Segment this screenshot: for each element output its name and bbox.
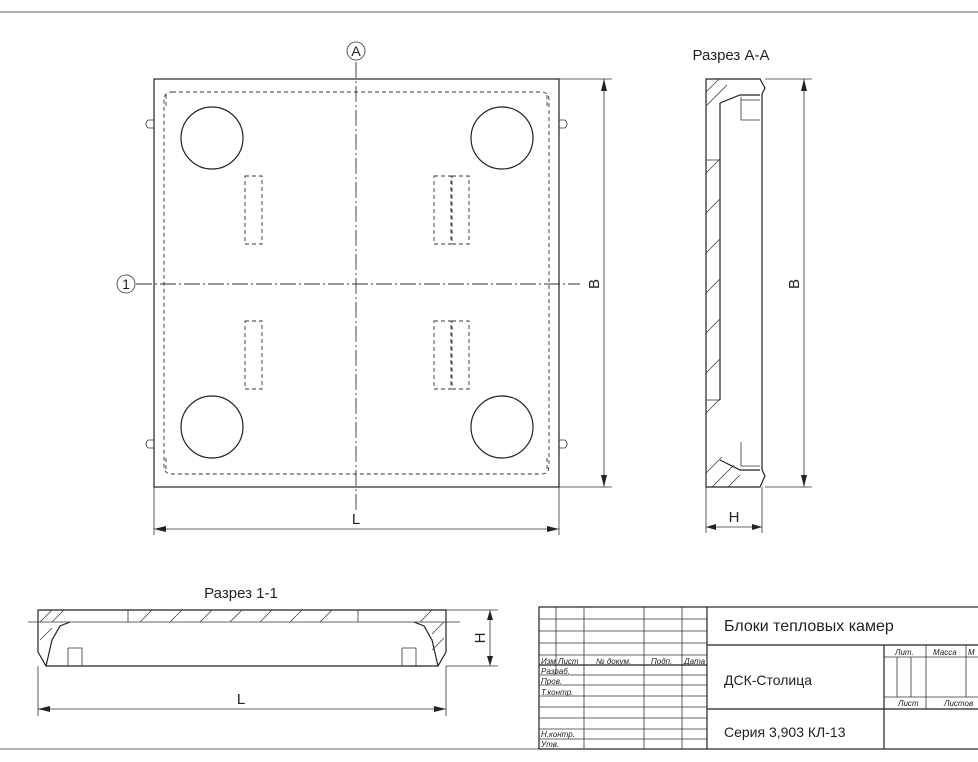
tb-row-prov: Пров. [541,677,562,686]
embedded-part-br-a [433,320,452,390]
section-aa-title: Разрез А-А [693,47,770,64]
tb-row-tkontr: Т.контр. [541,688,573,697]
lifting-loop-right-top [559,119,568,129]
tb-row-nkontr: Н.контр. [541,730,575,739]
lifting-loop-right-bottom [559,439,568,449]
tb-col-list: Лист [557,657,579,666]
section-11-title: Разрез 1-1 [204,585,278,602]
opening-bottom-left [180,395,244,459]
tb-col-date: Дата [683,657,706,666]
lifting-loop-left-bottom [145,439,154,449]
axis-a-bubble [346,41,366,61]
axis-1-bubble [116,274,136,294]
opening-top-right [470,106,534,170]
tb-title: Блоки тепловых камер [724,618,894,635]
lifting-loop-left-top [145,119,154,129]
tb-col-docnum: № докум. [596,657,631,666]
tb-mass-label: Масса [933,648,957,657]
embedded-part-tl [244,175,263,245]
embedded-part-br-b [451,320,470,390]
tb-col-sign: Подп. [651,657,672,666]
tb-sheets-label: Листов [943,699,973,708]
tb-row-razrab: Разраб. [541,667,570,676]
dim-l-label: L [352,511,360,528]
plan-view: A 1 L B [116,41,612,535]
tb-organization: ДСК-Столица [724,672,812,688]
embedded-part-tr-b [451,175,470,245]
dimension-l: L [153,487,560,535]
embedded-part-bl [244,320,263,390]
tb-lit-label: Лит. [894,648,914,657]
section-aa-hatch [705,78,741,488]
tb-series: Серия 3,903 КЛ-13 [724,724,846,740]
tb-scale-label: М [968,648,975,657]
dimension-b-section: B [765,78,812,488]
sheet-border [0,11,978,750]
dim-h-aa-label: H [729,509,740,526]
axis-a-label: A [351,43,361,59]
dimension-h-section-11: H [446,609,498,667]
tb-row-utv: Утв. [540,740,559,749]
dim-l-section-label: L [237,691,245,708]
dimension-l-section: L [37,666,447,716]
embedded-part-tr-a [433,175,452,245]
dimension-h-section-aa: H [705,487,763,533]
axis-1-label: 1 [122,276,130,292]
tb-sheet-label: Лист [897,699,919,708]
dim-b-plan-label: B [586,279,603,289]
opening-bottom-right [470,395,534,459]
tb-col-izm: Изм [541,657,556,666]
dim-b-section-label: B [786,279,803,289]
section-11-hatch [39,609,445,651]
title-block: Изм Лист № докум. Подп. Дата Разраб. Про… [538,606,978,750]
opening-top-left [180,106,244,170]
section-11: Разрез 1-1 [28,585,498,716]
plan-outline [153,78,560,488]
section-aa: Разрез А-А B [693,47,812,533]
dimension-b-plan: B [559,78,612,488]
dim-h-11-label: H [472,633,489,644]
plan-inner-dashed-outline [163,91,550,475]
